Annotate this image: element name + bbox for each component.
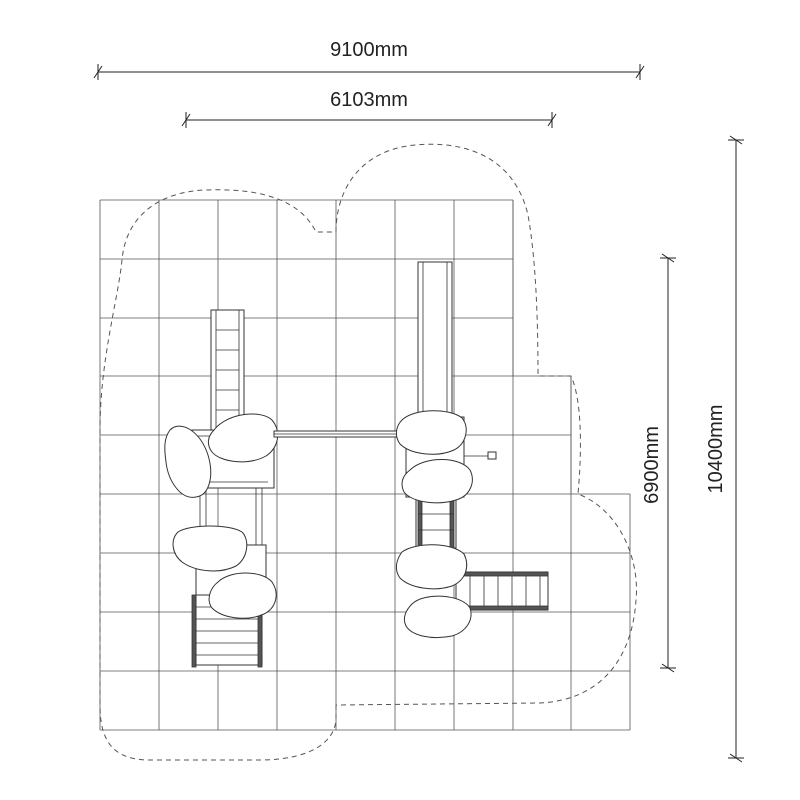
safety-zone-outline [99, 143, 638, 761]
connecting-bridge [273, 430, 401, 438]
dimension-inner-height: 6900mm [641, 253, 676, 673]
dimension-label-overall-height: 10400mm [705, 405, 727, 494]
right-leaf-roof-1 [395, 410, 467, 455]
dimension-label-platform-width: 6103mm [330, 89, 408, 111]
right-play-tower [395, 261, 549, 639]
left-leaf-roof-3 [172, 525, 248, 572]
dimension-label-overall-width: 9100mm [330, 39, 408, 61]
right-leaf-roof-3 [395, 544, 468, 590]
right-leaf-roof-4 [403, 595, 472, 639]
left-leaf-roof-4 [208, 572, 277, 619]
left-leaf-roof-2 [207, 413, 279, 463]
right-leaf-roof-2 [401, 459, 473, 504]
dimension-platform-width: 6103mm [181, 89, 557, 128]
dimension-overall-height: 10400mm [705, 135, 744, 763]
dimension-overall-width: 9100mm [93, 39, 645, 80]
left-leaf-roof-1 [164, 425, 212, 498]
left-play-tower [164, 309, 279, 668]
dimension-label-inner-height: 6900mm [641, 426, 663, 504]
